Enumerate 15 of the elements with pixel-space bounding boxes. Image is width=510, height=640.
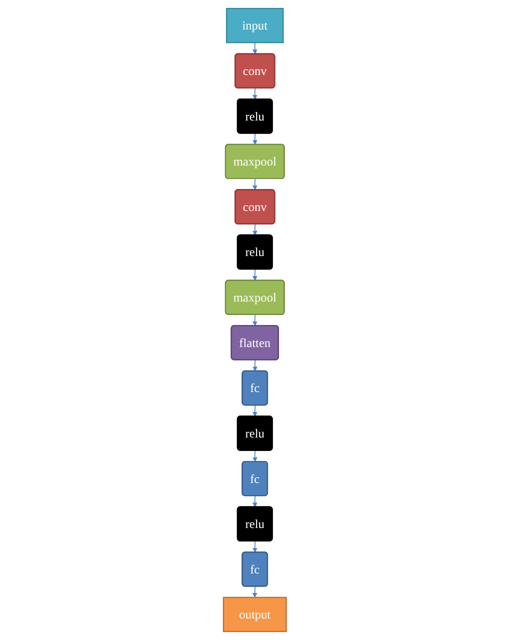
arrow [252,88,258,100]
arrow [252,360,258,372]
arrow [252,495,258,508]
node-box: input [226,8,284,44]
arrow [252,268,258,281]
node-box: output [223,596,287,632]
arrow [252,42,258,54]
arrow [252,133,258,145]
arrow [252,450,258,462]
arrow [252,178,258,190]
arrow [252,224,258,236]
arrow [252,586,258,598]
arrow [252,540,258,553]
arrow [252,404,258,417]
arrow [252,314,258,326]
